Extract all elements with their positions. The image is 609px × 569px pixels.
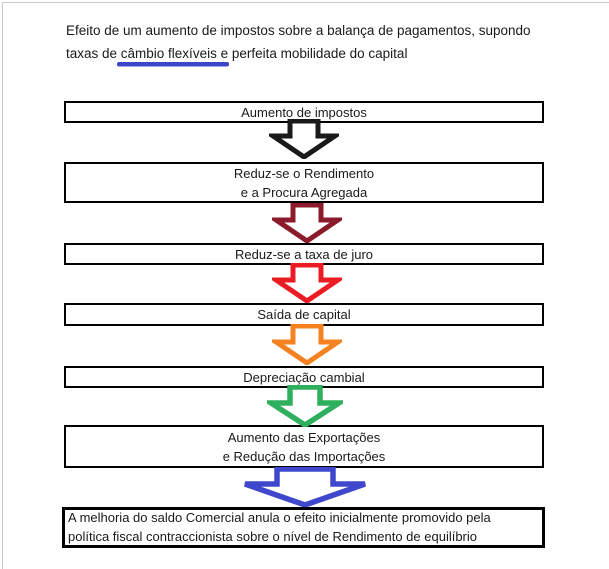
title-underline-stroke [117,62,229,67]
box-text: Saída de capital [257,307,351,322]
title-line-1: Efeito de um aumento de impostos sobre a… [66,23,531,38]
box-text: Reduz-se o Rendimento [233,165,375,181]
box-text: e a Procura Agregada [240,184,368,200]
down-arrow-shape [272,324,342,365]
flow-box-saida-capital: Saída de capital [64,303,544,326]
down-arrow-icon-red [272,263,342,303]
box-text: Reduz-se a taxa de juro [234,246,374,262]
down-arrow-shape [267,385,343,427]
box-text: e Redução das Importações [222,448,386,464]
wide-down-arrow-shape [244,467,366,507]
page-title: Efeito de um aumento de impostos sobre a… [66,19,556,65]
down-arrow-icon-green [267,385,343,427]
box-text: Aumento das Exportações [227,429,381,445]
title-line-2: taxas de câmbio flexíveis e perfeita mob… [66,46,408,61]
flow-box-conclusao-saldo-comercial: A melhoria do saldo Comercial anula o ef… [62,507,545,548]
flow-box-reduz-rendimento: Reduz-se o Rendimento e a Procura Agrega… [64,162,544,203]
down-arrow-shape [272,263,342,303]
box-text: política fiscal contraccionista sobre o … [68,528,478,544]
title-underline [117,62,229,67]
box-text: Aumento de impostos [241,104,367,120]
down-arrow-icon-orange [272,324,342,365]
flow-box-reduz-taxa-juro: Reduz-se a taxa de juro [64,243,544,265]
down-arrow-icon-black [269,119,339,159]
down-arrow-icon-darkred [272,203,342,243]
wide-down-arrow-icon-blue [244,467,366,507]
flow-box-exportacoes-importacoes: Aumento das Exportações e Redução das Im… [64,425,544,468]
box-text: A melhoria do saldo Comercial anula o ef… [68,510,491,525]
down-arrow-shape [272,203,342,243]
box-text: Depreciação cambial [243,369,365,385]
down-arrow-shape [269,119,339,159]
